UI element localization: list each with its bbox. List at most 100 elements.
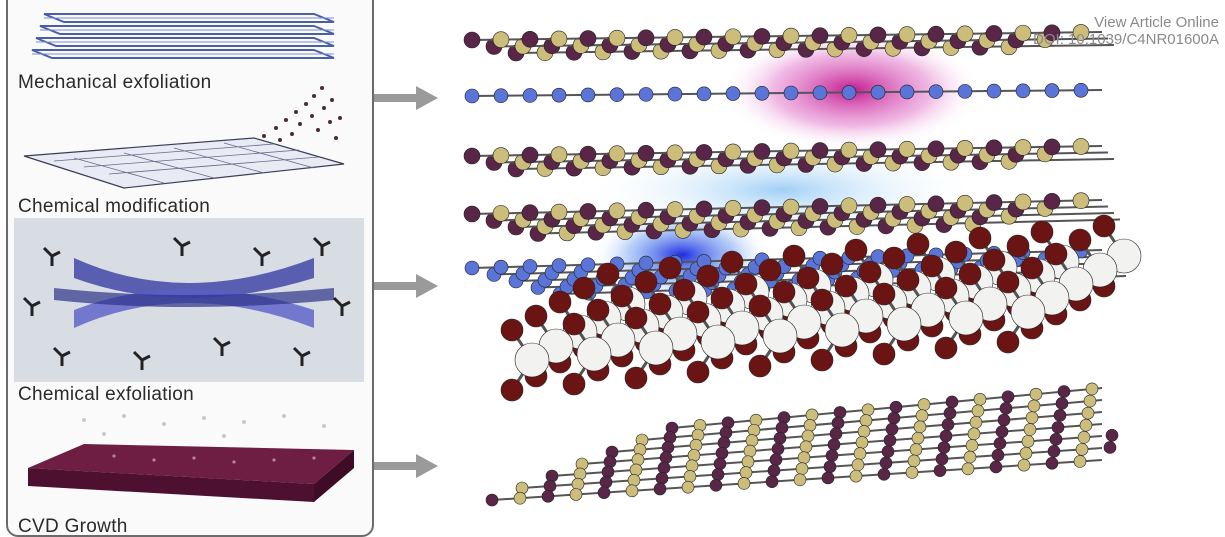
atom xyxy=(1085,382,1099,396)
atom xyxy=(686,300,710,324)
atom xyxy=(989,460,1003,474)
atom xyxy=(869,26,887,44)
atom xyxy=(762,318,798,354)
atom xyxy=(562,312,586,336)
atom xyxy=(956,139,974,157)
atom xyxy=(834,274,858,298)
doi-text: DOI: 10.1039/C4NR01600A xyxy=(1033,31,1219,48)
atom xyxy=(666,201,684,218)
atom xyxy=(997,413,1011,427)
atom xyxy=(844,238,868,262)
atom xyxy=(521,30,539,48)
atom xyxy=(683,470,697,483)
atom xyxy=(638,87,654,102)
atom xyxy=(580,257,596,273)
atom xyxy=(898,140,916,158)
atom xyxy=(747,423,761,437)
atom xyxy=(580,87,596,103)
atom xyxy=(771,442,785,456)
atom xyxy=(939,429,953,443)
atom xyxy=(550,146,568,163)
atom xyxy=(996,330,1020,354)
atom xyxy=(634,270,658,294)
atom xyxy=(586,298,610,322)
atom xyxy=(898,196,916,213)
atom xyxy=(859,414,873,427)
atom xyxy=(991,448,1005,462)
atom xyxy=(870,84,886,100)
atom xyxy=(996,270,1020,294)
atom xyxy=(911,431,925,445)
atom xyxy=(597,486,611,499)
atom xyxy=(829,427,843,441)
atom xyxy=(608,29,626,47)
atom xyxy=(713,457,727,471)
atom xyxy=(666,29,684,46)
atom xyxy=(748,294,772,318)
atom xyxy=(896,268,920,292)
atom xyxy=(840,141,858,159)
bond xyxy=(493,37,1109,48)
atom xyxy=(928,84,944,99)
atom xyxy=(1072,24,1090,41)
atom xyxy=(956,194,974,212)
atom xyxy=(1025,411,1039,425)
atom xyxy=(551,87,567,103)
atom xyxy=(810,288,834,312)
atom xyxy=(796,266,820,290)
atom xyxy=(576,336,612,372)
atom xyxy=(1019,446,1033,460)
method-label-chemical-exfoliation: Chemical exfoliation xyxy=(18,384,195,405)
atom xyxy=(745,434,759,447)
atom xyxy=(666,144,684,162)
atom xyxy=(985,25,1003,42)
atom xyxy=(492,31,510,48)
atom xyxy=(1103,441,1117,454)
atom xyxy=(550,203,568,221)
atom xyxy=(945,395,959,409)
atom xyxy=(1027,399,1041,413)
atom xyxy=(885,422,899,436)
atom xyxy=(659,451,673,464)
atom xyxy=(1053,409,1067,422)
atom xyxy=(879,456,893,470)
atom xyxy=(624,306,648,330)
arrow-right-icon xyxy=(374,454,438,478)
atom xyxy=(933,464,947,477)
atom xyxy=(1043,24,1061,42)
atom xyxy=(887,411,901,425)
atom xyxy=(927,195,945,213)
atom xyxy=(522,259,538,274)
atom xyxy=(492,147,510,164)
atom xyxy=(541,490,555,503)
atom xyxy=(1049,433,1063,446)
atom xyxy=(625,484,639,498)
atom xyxy=(715,446,729,460)
atom xyxy=(573,467,587,481)
atom xyxy=(1051,421,1065,434)
atom xyxy=(696,86,712,102)
atom xyxy=(886,306,922,342)
atom xyxy=(793,473,807,487)
atom xyxy=(1047,445,1061,458)
atom xyxy=(899,84,915,100)
atom xyxy=(795,462,809,475)
atom xyxy=(464,260,480,276)
atom xyxy=(855,436,869,449)
atom xyxy=(861,403,875,417)
cvd-growth-illustration xyxy=(28,414,354,502)
atom xyxy=(840,26,858,44)
atom xyxy=(937,441,951,454)
arrow-right-icon xyxy=(374,86,438,110)
atom xyxy=(754,85,770,101)
atom xyxy=(941,418,955,431)
atom xyxy=(827,438,841,451)
atom xyxy=(464,88,480,104)
atom xyxy=(492,205,510,222)
atom xyxy=(1077,431,1091,444)
atom xyxy=(724,143,742,161)
atom xyxy=(986,83,1002,99)
atom xyxy=(905,466,919,479)
atom xyxy=(579,203,597,220)
atom xyxy=(710,286,734,310)
